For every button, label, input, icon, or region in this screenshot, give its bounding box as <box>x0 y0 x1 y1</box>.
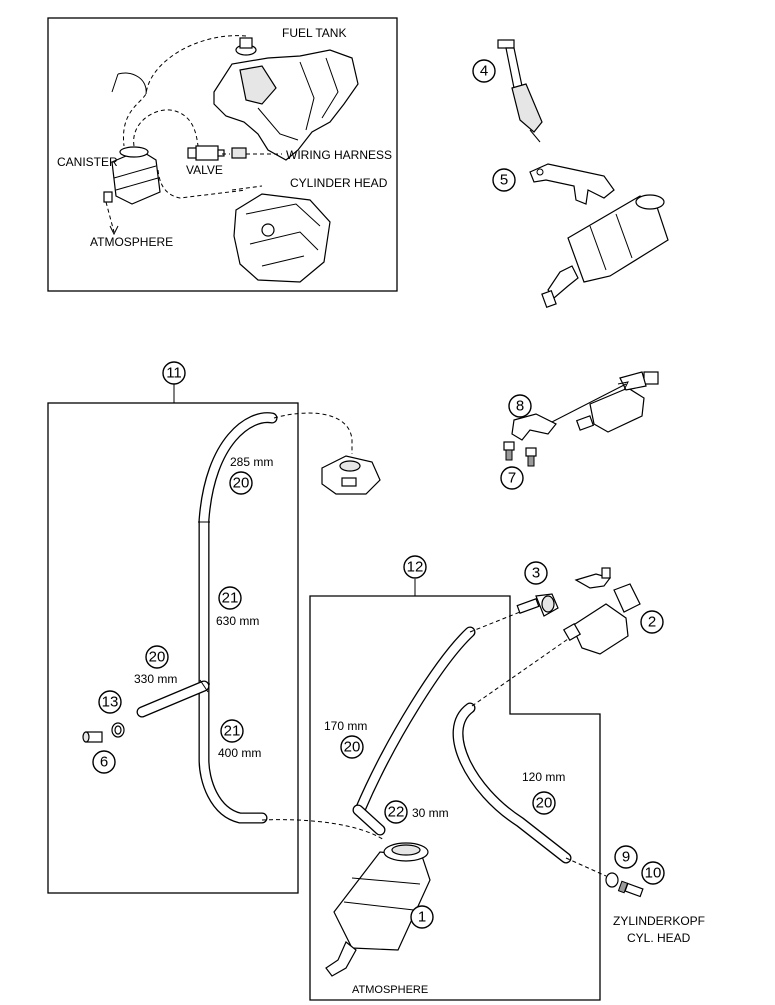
svg-text:20: 20 <box>536 795 553 812</box>
hose-30 <box>352 804 386 836</box>
svg-text:4: 4 <box>480 63 488 80</box>
canister-label: CANISTER <box>57 155 118 169</box>
callout-6: 6 <box>92 750 116 774</box>
svg-text:30 mm: 30 mm <box>412 806 449 820</box>
svg-text:11: 11 <box>166 365 182 382</box>
svg-text:20: 20 <box>233 475 250 492</box>
callout-12: 12 <box>403 555 427 579</box>
callout-5: 5 <box>492 168 516 192</box>
part-4-sensor <box>497 39 543 143</box>
screws-7 <box>503 441 537 467</box>
svg-text:6: 6 <box>100 754 108 771</box>
cyl-head-label: CYL. HEAD <box>627 931 691 945</box>
hose-label-400: 21 400 mm <box>218 719 261 760</box>
fitting-3 <box>516 593 559 617</box>
svg-text:21: 21 <box>224 723 241 740</box>
wiring-harness-label: WIRING HARNESS <box>286 148 392 162</box>
canister-illustration <box>103 146 161 205</box>
callout-9: 9 <box>614 845 638 869</box>
valve-illustration <box>187 145 247 161</box>
svg-text:120 mm: 120 mm <box>522 770 565 784</box>
svg-text:22: 22 <box>388 804 405 821</box>
hose-label-330: 20 330 mm <box>134 645 177 686</box>
callout-4: 4 <box>472 59 496 83</box>
svg-text:5: 5 <box>500 172 508 189</box>
callout-10: 10 <box>641 861 665 885</box>
valve-exploded-8 <box>547 371 659 433</box>
overview-panel: FUEL TANK CANISTER VALVE WIRING HARNESS … <box>47 17 398 292</box>
fitting-6 <box>82 731 103 743</box>
svg-text:170 mm: 170 mm <box>324 719 367 733</box>
hose-label-120: 120 mm 20 <box>522 770 565 815</box>
svg-text:400 mm: 400 mm <box>218 746 261 760</box>
canister-part-1 <box>325 842 431 977</box>
svg-text:8: 8 <box>516 398 524 415</box>
cylinder-head-illustration <box>233 193 331 283</box>
hose-set-12-panel <box>309 579 601 1001</box>
hose-170 <box>354 626 476 816</box>
svg-text:21: 21 <box>222 590 239 607</box>
fuel-tank-label: FUEL TANK <box>282 26 346 40</box>
hose-set-11-panel <box>47 384 299 894</box>
svg-text:12: 12 <box>407 559 424 576</box>
hose-label-630: 21 630 mm <box>216 586 259 628</box>
nozzle-10 <box>617 880 644 898</box>
canister-exploded-top <box>541 194 669 309</box>
svg-text:20: 20 <box>344 739 361 756</box>
hose-label-170: 170 mm 20 <box>324 719 367 759</box>
valve-part-2 <box>562 567 641 655</box>
clamp-9 <box>605 872 619 888</box>
hose-label-30: 22 30 mm <box>384 800 449 824</box>
callout-11: 11 <box>162 361 186 385</box>
callout-2: 2 <box>640 610 664 634</box>
svg-text:1: 1 <box>418 909 426 926</box>
hose-120 <box>452 702 572 864</box>
cylinder-head-label: CYLINDER HEAD <box>290 176 388 190</box>
bracket-8 <box>511 413 557 441</box>
callout-3: 3 <box>524 561 548 585</box>
svg-text:10: 10 <box>645 865 662 882</box>
svg-text:7: 7 <box>508 470 516 487</box>
vent-cap-part <box>321 455 381 495</box>
svg-text:20: 20 <box>149 649 166 666</box>
hose-left-main <box>136 412 278 824</box>
callout-13: 13 <box>98 690 122 714</box>
svg-text:330 mm: 330 mm <box>134 672 177 686</box>
svg-text:3: 3 <box>532 565 540 582</box>
svg-text:13: 13 <box>102 694 119 711</box>
callout-8: 8 <box>508 394 532 418</box>
svg-text:630 mm: 630 mm <box>216 614 259 628</box>
atmosphere-label-bottom: ATMOSPHERE <box>352 984 428 996</box>
svg-text:2: 2 <box>648 614 656 631</box>
callout-1: 1 <box>410 905 434 929</box>
atmosphere-label-overview: ATMOSPHERE <box>90 235 173 249</box>
zylinderkopf-label: ZYLINDERKOPF <box>613 914 705 928</box>
valve-label: VALVE <box>186 163 223 177</box>
hose-label-285: 285 mm 20 <box>229 455 273 495</box>
svg-text:285 mm: 285 mm <box>230 455 273 469</box>
svg-text:9: 9 <box>622 849 630 866</box>
clamp-13 <box>111 722 125 738</box>
part-5-bracket <box>529 163 615 205</box>
fuel-tank-illustration <box>213 37 359 161</box>
callout-7: 7 <box>500 466 524 490</box>
